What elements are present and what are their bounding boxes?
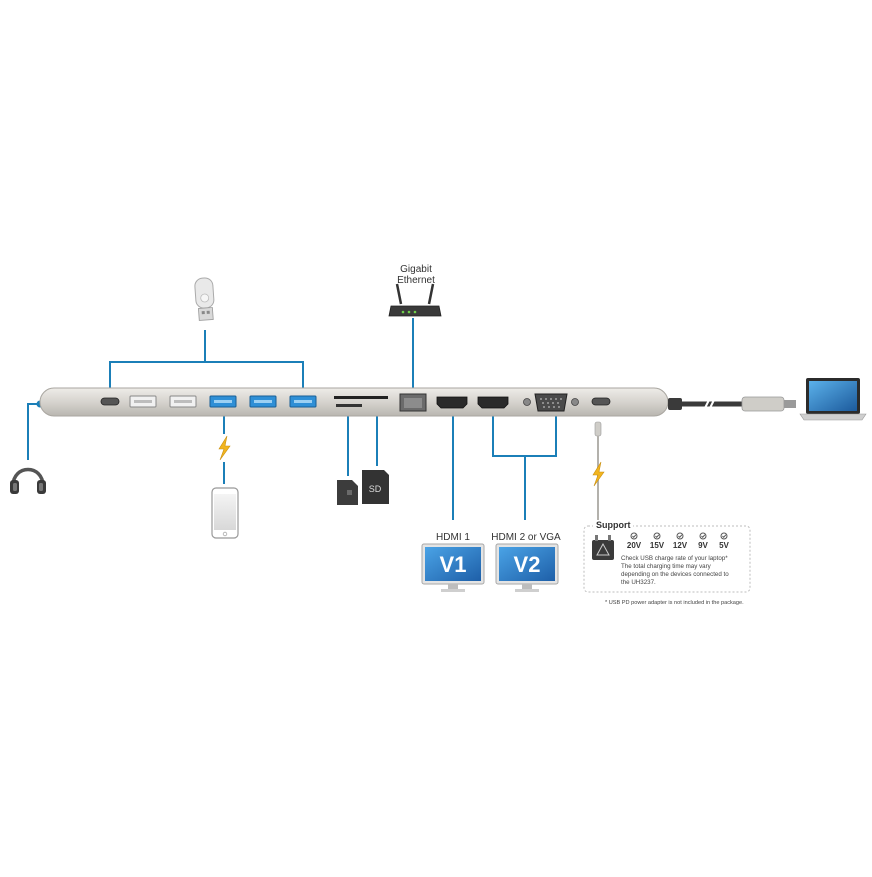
support-footnote: * USB PD power adapter is not included i… [605,600,744,606]
usb-c-port [100,397,120,406]
support-title: Support [596,520,631,530]
power-adapter-icon [592,535,614,560]
checkmark-icon [676,532,684,540]
usb-flash-drive-icon [194,277,215,321]
micro-sd-card-icon [337,480,358,505]
voltage-label: 15V [650,541,665,550]
usb-c-plug-tip [784,400,796,408]
usb3-port-1-tongue [214,400,232,403]
v1-label: V1 [440,552,467,577]
support-note: Check USB charge rate of your laptop* Th… [621,555,729,586]
hdmi1-label: HDMI 1 [436,532,470,543]
dock [39,387,669,417]
usb-a-port-2-tongue [174,400,192,403]
checkmark-icon [699,532,707,540]
headphone-connector-line [27,403,40,460]
router-icon [388,283,442,317]
vga-pins [540,398,562,408]
support-note-line: the UH3237. [621,579,656,586]
cable-break-mark-1 [703,397,711,411]
voltage-label: 5V [719,541,729,550]
support-note-line: The total charging time may vary [621,563,712,570]
sd-slot [334,396,388,399]
support-note-line: depending on the devices connected to [621,571,729,578]
voltage-labels: 20V 15V 12V 9V 5V [627,541,730,550]
usb-branch-line [109,361,304,392]
voltage-label: 20V [627,541,642,550]
sd-label: SD [369,484,382,494]
hdmi2-vga-label: HDMI 2 or VGA [491,532,561,543]
vga-port [534,393,568,412]
hdmi1-port [436,396,468,409]
usb3-port-3-tongue [294,400,312,403]
lightning-bolt-icon-pd [592,461,605,487]
gigabit-label: Gigabit [400,264,432,275]
laptop-icon [799,378,867,421]
support-box: Support 20V 15V 12V 9V 5V Check USB char… [583,520,751,593]
host-cable [668,396,796,412]
cable-break-mark-2 [708,397,716,411]
pd-cable [594,421,602,530]
smartphone-icon [211,487,239,539]
ethernet-label: Ethernet [397,275,435,286]
monitor-icon-v2 [495,543,559,592]
ethernet-port-inner [404,398,422,408]
cable-strain-relief [668,398,682,410]
checkmark-icon [630,532,638,540]
voltage-label: 9V [698,541,708,550]
sd-card-icon: SD [362,470,389,504]
usb-c-plug-housing [741,396,785,412]
usb-c-pd-port [591,397,611,406]
vga-screw-right [571,398,579,406]
usb3-port-2-tongue [254,400,272,403]
headphones-icon [10,467,46,494]
microsd-slot [336,404,362,407]
monitor-icon [421,543,485,592]
vga-screw-left [523,398,531,406]
hdmi2-port [477,396,509,409]
lightning-bolt-icon [218,435,231,461]
usb-a-port-1-tongue [134,400,152,403]
checkmark-icon [720,532,728,540]
hdmi2-vga-branch-line [492,410,557,457]
v2-label: V2 [514,552,541,577]
support-note-line: Check USB charge rate of your laptop* [621,555,728,562]
voltage-label: 12V [673,541,688,550]
voltage-checkmarks [630,532,728,540]
connector-lines [27,318,557,520]
checkmark-icon [653,532,661,540]
